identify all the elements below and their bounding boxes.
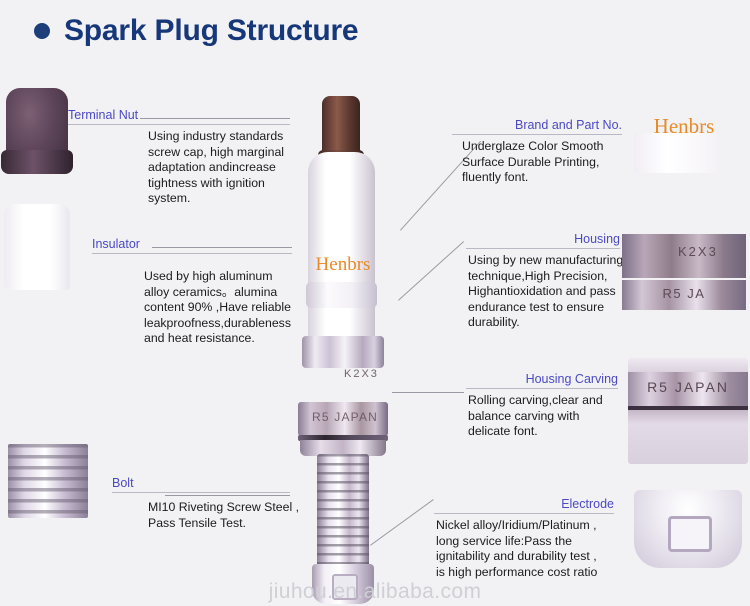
callout-housing-body: Using by new manufacturing technique,Hig… — [468, 253, 624, 329]
callout-insulator-heading: Insulator — [92, 237, 140, 251]
thumbnail-housing-ring-marking: R5 JA — [662, 286, 706, 301]
callout-bolt-body: MI10 Riveting Screw Steel , Pass Tensile… — [148, 500, 300, 530]
callout-electrode-heading: Electrode — [561, 497, 614, 511]
leader-line-terminal-nut — [140, 118, 290, 119]
callout-terminal-nut-rule — [68, 124, 290, 125]
callout-brand-and-part-no-body: Underglaze Color Smooth Surface Durable … — [462, 139, 604, 184]
plug-insulator-rib — [306, 282, 377, 308]
thumbnail-insulator — [4, 204, 70, 290]
plug-ring-edge — [298, 435, 388, 441]
callout-insulator-rule — [92, 253, 292, 254]
plug-housing-hex — [300, 358, 386, 404]
thumbnail-carving-groove — [628, 406, 748, 410]
callout-housing-heading: Housing — [574, 232, 620, 246]
callout-terminal-nut-heading: Terminal Nut — [68, 108, 139, 122]
leader-line-insulator — [152, 247, 292, 248]
plug-threaded-bolt-part — [317, 454, 369, 570]
callout-brand-and-part-no-heading: Brand and Part No. — [514, 118, 622, 132]
callout-electrode: Electrode Nickel alloy/Iridium/Platinum … — [434, 497, 614, 580]
callout-bolt: Bolt MI10 Riveting Screw Steel , Pass Te… — [112, 476, 299, 531]
plug-electrode-tip-part — [312, 564, 374, 604]
plug-housing-ring — [298, 402, 388, 436]
thumbnail-carving-marking: R5 JAPAN — [647, 379, 729, 395]
plug-shoulder — [300, 440, 386, 456]
leader-line-housing-carving — [392, 392, 464, 393]
plug-terminal-nut-part — [318, 96, 364, 164]
callout-electrode-rule — [434, 513, 614, 514]
leader-line-housing — [398, 241, 465, 301]
title-bullet-icon — [34, 23, 50, 39]
thumbnail-housing-marking: K2X3 — [678, 244, 718, 259]
callout-brand-and-part-no-rule — [452, 134, 622, 135]
thumbnail-carving-band — [628, 372, 748, 406]
plug-brand-text: Henbrs — [315, 254, 371, 275]
callout-housing-carving: Housing Carving Rolling carving,clear an… — [466, 372, 618, 440]
callout-housing: Housing Using by new manufacturing techn… — [466, 232, 623, 331]
callout-brand-and-part-no: Brand and Part No. Underglaze Color Smoo… — [452, 118, 622, 186]
callout-housing-carving-rule — [466, 388, 618, 389]
plug-insulator-part — [308, 152, 375, 362]
callout-electrode-body: Nickel alloy/Iridium/Platinum , long ser… — [436, 518, 598, 579]
callout-insulator-body: Used by high aluminum alloy ceramics。alu… — [144, 269, 291, 345]
plug-hex-marking: K2X3 — [344, 368, 379, 380]
callout-terminal-nut: Terminal Nut Using industry standards sc… — [68, 108, 290, 207]
callout-terminal-nut-body: Using industry standards screw cap, high… — [148, 129, 285, 205]
thumbnail-brand-label — [634, 133, 718, 173]
plug-ring-marking: R5 JAPAN — [311, 410, 379, 424]
thumbnail-bolt — [8, 444, 88, 518]
callout-housing-rule — [466, 248, 620, 249]
thumbnail-terminal-nut — [1, 88, 73, 174]
spark-plug-main-image: Henbrs K2X3 R5 JAPAN — [298, 96, 388, 604]
title-text: Spark Plug Structure — [64, 14, 359, 47]
thumbnail-electrode — [634, 490, 742, 568]
plug-housing-top — [302, 336, 384, 368]
page-title: Spark Plug Structure — [34, 14, 359, 48]
watermark: jiuhou.en.alibaba.com — [268, 580, 482, 603]
callout-housing-carving-body: Rolling carving,clear and balance carvin… — [468, 393, 603, 438]
callout-bolt-heading: Bolt — [112, 476, 134, 490]
leader-line-bolt — [165, 495, 290, 496]
callout-bolt-rule — [112, 492, 290, 493]
thumbnail-housing-hex — [622, 234, 746, 278]
thumbnail-housing-carving: R5 JAPAN — [628, 358, 748, 464]
thumbnail-housing-ring — [622, 280, 746, 310]
callout-housing-carving-heading: Housing Carving — [525, 372, 618, 386]
callout-insulator: Insulator Used by high aluminum alloy ce… — [92, 237, 292, 347]
thumbnail-housing: K2X3 R5 JA — [622, 206, 746, 322]
brand-label-text: Henbrs — [653, 114, 715, 138]
